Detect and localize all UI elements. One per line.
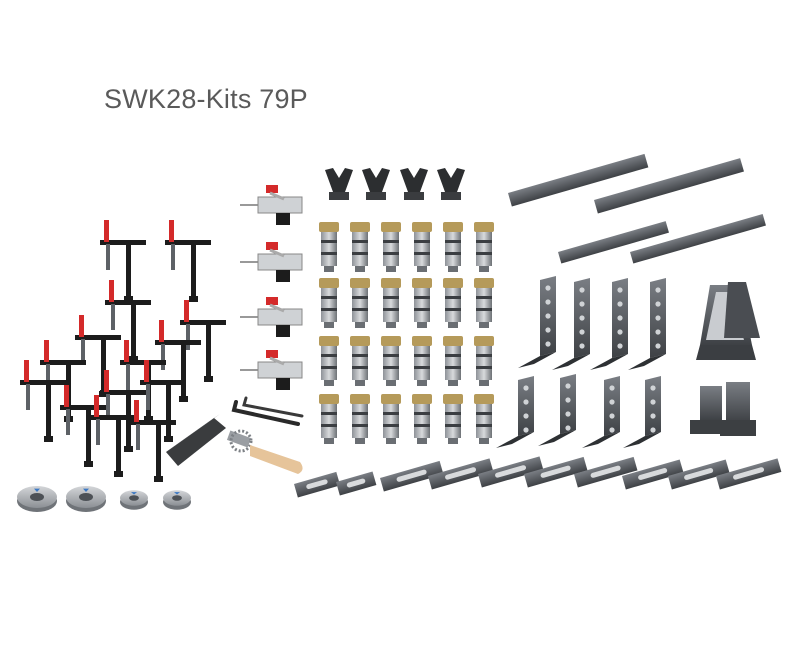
slot-bar-icon	[336, 471, 377, 496]
t-clamp-icon	[180, 300, 226, 382]
bolt-icon	[381, 278, 401, 328]
v-blocks-group	[325, 168, 465, 200]
bolt-icon	[412, 222, 432, 272]
disc-icon	[17, 486, 57, 512]
v-block-icon	[325, 168, 353, 200]
l-bracket-icon	[590, 278, 628, 370]
disc-icon	[163, 490, 191, 510]
slot-bar-icon	[294, 471, 341, 498]
long-stop-bar	[594, 158, 744, 214]
quick-bolts-group	[319, 222, 494, 444]
t-clamp-icon	[165, 220, 211, 302]
t-clamp-icon	[90, 395, 136, 477]
slot-bar-icon	[574, 456, 638, 488]
bolt-icon	[350, 222, 370, 272]
l-bracket-icon	[538, 374, 576, 446]
screw-clamps-group	[20, 220, 226, 482]
bolt-icon	[443, 336, 463, 386]
kit-title: SWK28-Kits 79P	[104, 84, 308, 114]
wire-brush	[226, 429, 303, 474]
t-clamp-icon	[105, 280, 151, 362]
slot-bar-icon	[668, 459, 730, 490]
stop-bars-group	[507, 153, 766, 264]
bolt-icon	[474, 336, 494, 386]
angle-brackets-group	[496, 276, 666, 448]
triangle-brackets-group	[696, 282, 760, 360]
bolt-icon	[412, 278, 432, 328]
l-bracket-icon	[552, 278, 590, 370]
magnetic-discs-group	[17, 486, 191, 512]
v-block-icon	[400, 168, 428, 200]
bolt-icon	[443, 278, 463, 328]
slot-bar-icon	[524, 456, 588, 488]
toggle-clamp-icon	[240, 297, 303, 337]
slot-bar-icon	[478, 456, 544, 488]
l-bracket-icon	[582, 376, 620, 448]
support-block	[720, 382, 756, 436]
toggle-clamp-icon	[240, 350, 303, 390]
disc-icon	[120, 490, 148, 510]
bolt-icon	[319, 394, 339, 444]
slotted-stops-group	[294, 456, 782, 498]
long-stop-bar	[507, 153, 649, 207]
disc-icon	[66, 486, 106, 512]
bolt-icon	[474, 222, 494, 272]
bolt-icon	[319, 222, 339, 272]
bolt-icon	[412, 336, 432, 386]
v-block-icon	[437, 168, 465, 200]
t-clamp-icon	[155, 320, 201, 402]
support-block	[690, 386, 726, 434]
bolt-icon	[319, 278, 339, 328]
toggle-clamp-icon	[240, 242, 303, 282]
l-bracket-icon	[623, 376, 661, 448]
l-bracket-icon	[518, 276, 556, 368]
bolt-icon	[319, 336, 339, 386]
v-block-icon	[362, 168, 390, 200]
slot-bar-icon	[380, 460, 444, 492]
slot-bar-icon	[716, 458, 782, 490]
bolt-icon	[474, 394, 494, 444]
t-clamp-icon	[100, 220, 146, 302]
bolt-icon	[474, 278, 494, 328]
t-clamp-icon	[140, 360, 186, 442]
l-bracket-icon	[628, 278, 666, 370]
bolt-icon	[381, 222, 401, 272]
l-bracket-icon	[496, 376, 534, 448]
toggle-clamps-group	[240, 185, 303, 390]
whetstone	[166, 414, 226, 466]
t-clamp-icon	[60, 385, 106, 467]
t-clamp-icon	[20, 360, 66, 442]
bolt-icon	[381, 336, 401, 386]
triangle-bracket	[724, 282, 760, 338]
slot-bar-icon	[428, 458, 494, 490]
bolt-icon	[381, 394, 401, 444]
bolt-icon	[350, 336, 370, 386]
bolt-icon	[350, 394, 370, 444]
bolt-icon	[412, 394, 432, 444]
support-blocks-group	[690, 382, 756, 436]
bolt-icon	[443, 222, 463, 272]
t-clamp-icon	[130, 400, 176, 482]
short-stop-bar	[630, 213, 766, 264]
bolt-icon	[350, 278, 370, 328]
hex-keys	[231, 396, 304, 426]
bolt-icon	[443, 394, 463, 444]
toggle-clamp-icon	[240, 185, 303, 225]
short-stop-bar	[558, 221, 669, 264]
slot-bar-icon	[622, 459, 684, 490]
